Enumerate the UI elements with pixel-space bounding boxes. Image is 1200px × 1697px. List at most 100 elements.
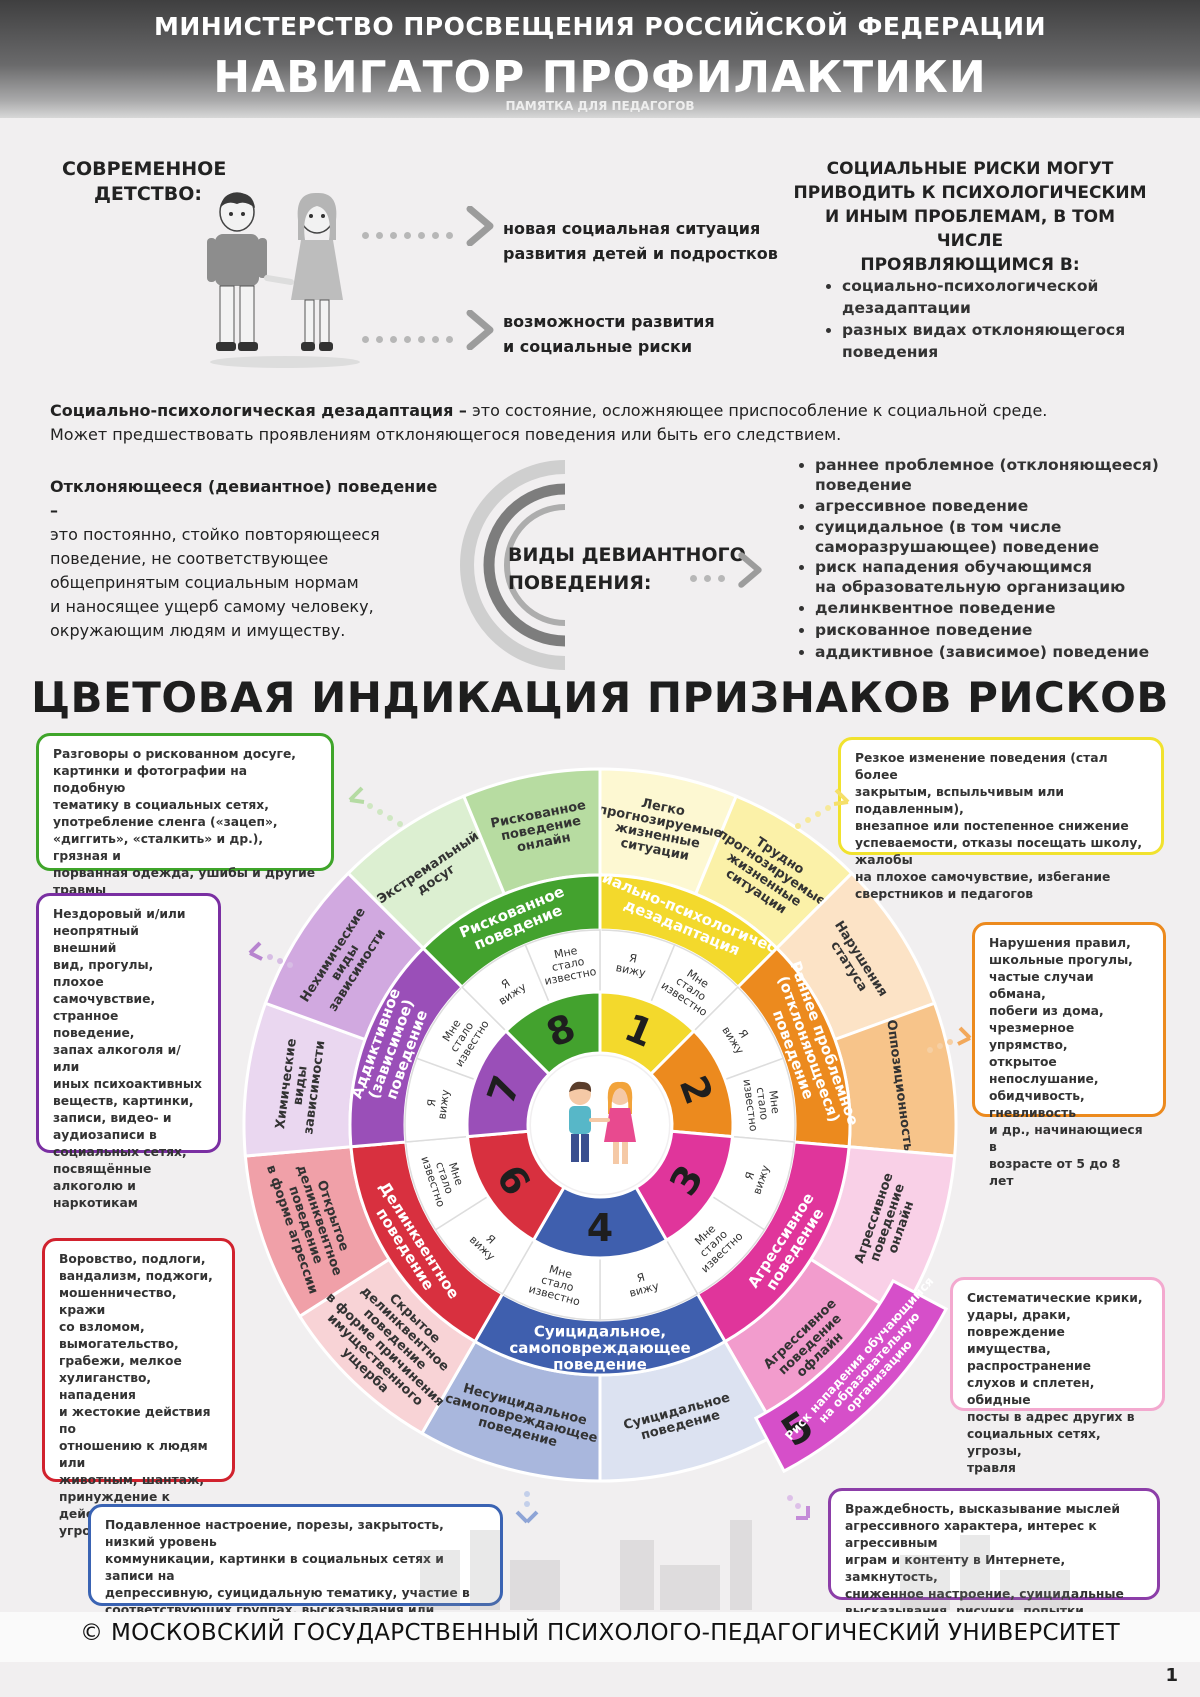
box-line: принуждение к [59,1490,171,1504]
inner-label: Явижу [615,949,650,980]
childhood-point-2: возможности развития и социальные риски [503,312,715,356]
box-line: Нездоровый и/или [53,907,186,921]
inner-label-line: Я [628,951,638,965]
city-silhouette-icon [420,1520,1070,1610]
list-item: раннее проблемное (отклоняющееся)поведен… [815,455,1183,495]
risk-box-orange: Нарушения правил,школьные прогулы,частые… [972,922,1166,1188]
inner-label: Явижу [423,1087,452,1121]
dotted-arrow-2 [362,309,495,351]
ring-label-line: самоповреждающее [509,1339,690,1357]
box-line: травля [967,1461,1016,1475]
box-line: играм и контенту в Интернете, замкнутост… [845,1553,1066,1584]
box-line: социальных сетях, угрозы, [967,1427,1101,1458]
box-line: «диггить», «сталкить» и др.), грязная и [53,832,264,863]
box-line: депрессивную, суицидальную тематику, уча… [105,1586,470,1600]
box-line: слухов и сплетен, обидные [967,1376,1095,1407]
box-line: грабежи, мелкое [59,1354,182,1368]
box-line: наркотикам [53,1196,138,1210]
list-item: суицидальное (в том числесаморазрушающее… [815,517,1183,557]
dotted-arrow-3 [690,552,763,588]
box-line: неопрятный внешний [53,924,139,955]
box-line: вымогательство, [59,1337,179,1351]
box-line: Разговоры о рискованном досуге, [53,747,296,761]
arrow-blue-icon [515,1491,539,1524]
box-line: отношению к людям или [59,1439,208,1470]
box-line: успеваемости, отказы посещать школу, жал… [855,836,1143,867]
box-line: Резкое изменение поведения (стал более [855,751,1108,782]
page-subtitle: ПАМЯТКА ДЛЯ ПЕДАГОГОВ [505,99,695,113]
box-line: животным, шантаж, [59,1473,205,1487]
list-item: риск нападения обучающимсяна образовател… [815,557,1183,597]
sector-number-line: 4 [587,1206,613,1250]
children-icon [569,1081,636,1164]
inner-label-line: стало [551,955,586,974]
box-line: записи, видео- и [53,1111,172,1125]
box-line: агрессивного характера, интерес к агресс… [845,1519,1097,1550]
deviant-types-heading: ВИДЫ ДЕВИАНТНОГО ПОВЕДЕНИЯ: [508,544,746,594]
page-number: 1 [1165,1665,1178,1686]
box-line: побеги из дома, [989,1004,1104,1018]
childhood-heading: СОВРЕМЕННОЕ ДЕТСТВО: [62,158,227,205]
box-line: социальных сетях, [53,1145,187,1159]
inner-label: Мнесталоизвестно [740,1075,784,1132]
ring-label-line: Суицидальное, [534,1322,666,1340]
arrow-yellow-icon [795,788,850,829]
inner-label-line: вижу [435,1088,452,1120]
arrow-purple-icon [248,941,293,968]
box-line: тематику в социальных сетях, [53,798,269,812]
box-line: частые случаи обмана, [989,970,1094,1001]
inner-label-line: стало [754,1086,771,1121]
color-indication-title: ЦВЕТОВАЯ ИНДИКАЦИЯ ПРИЗНАКОВ РИСКОВ [31,673,1169,722]
box-line: гневливость [989,1106,1077,1120]
list-item: рискованное поведение [815,619,1183,641]
box-line: странное поведение, [53,1009,135,1040]
inner-label-line: Я [636,1271,647,1286]
inner-label-line: Мне [766,1090,782,1115]
wheel-center [531,1056,669,1194]
box-line: посвящённые [53,1162,152,1176]
box-line: коммуникации, картинки в социальных сетя… [105,1552,444,1583]
footer-copyright: © МОСКОВСКИЙ ГОСУДАРСТВЕННЫЙ ПСИХОЛОГО-П… [80,1620,1120,1646]
box-line: сверстников и педагогов [855,887,1034,901]
box-line: удары, драки, повреждение [967,1308,1071,1339]
definition-paragraph: Социально-психологическая дезадаптация –… [50,401,1048,444]
box-line: и др., начинающиеся в [989,1123,1143,1154]
box-line: возрасте от 5 до 8 лет [989,1157,1121,1188]
inner-label-line: вижу [615,961,647,980]
deviant-types-list: раннее проблемное (отклоняющееся)поведен… [793,455,1183,663]
children-illustration-icon [207,192,360,368]
box-line: внезапное или постепенное снижение [855,819,1129,833]
deviant-definition: Отклоняющееся (девиантное) поведение – э… [50,477,438,640]
inner-label-line: Мне [548,1263,574,1282]
arrow-green-icon [348,786,403,827]
page-header: МИНИСТЕРСТВО ПРОСВЕЩЕНИЯ РОССИЙСКОЙ ФЕДЕ… [0,0,1200,118]
arrow-orange-icon [927,1026,972,1053]
core-sector [503,990,602,1077]
inner-label-line: Я [743,1170,758,1181]
childhood-point-1: новая социальная ситуация развития детей… [503,219,778,263]
dotted-arrow-1 [362,205,495,247]
box-line: иных психоактивных [53,1077,202,1091]
box-line: на плохое самочувствие, избегание [855,870,1111,884]
risk-box-red: Воровство, подлоги, вандализм, поджоги, мо… [42,1238,235,1538]
sector5-ribbon [753,1278,949,1474]
box-line: мошенничество, кражи [59,1286,177,1317]
sector-number: 4 [587,1206,613,1250]
ring-label-line: поведение [553,1355,647,1373]
list-item: делинквентное поведение [815,597,1183,619]
arrow-magenta-icon [787,1495,810,1520]
box-line: школьные прогулы, [989,953,1133,967]
inner-label: Мнесталоизвестно [539,941,598,988]
box-line: аудиозаписи в [53,1128,157,1142]
box-line: алкоголю и [53,1179,136,1193]
ministry-title: МИНИСТЕРСТВО ПРОСВЕЩЕНИЯ РОССИЙСКОЙ ФЕДЕ… [153,12,1047,41]
box-line: вандализм, поджоги, [59,1269,213,1283]
footer-bar [0,1612,1200,1662]
risk-box-green: Разговоры о рискованном досуге, картинки … [36,733,334,897]
box-line: Воровство, подлоги, [59,1252,206,1266]
box-line: картинки и фотографии на подобную [53,764,248,795]
box-line: сниженное настроение, суицидальные [845,1587,1124,1601]
